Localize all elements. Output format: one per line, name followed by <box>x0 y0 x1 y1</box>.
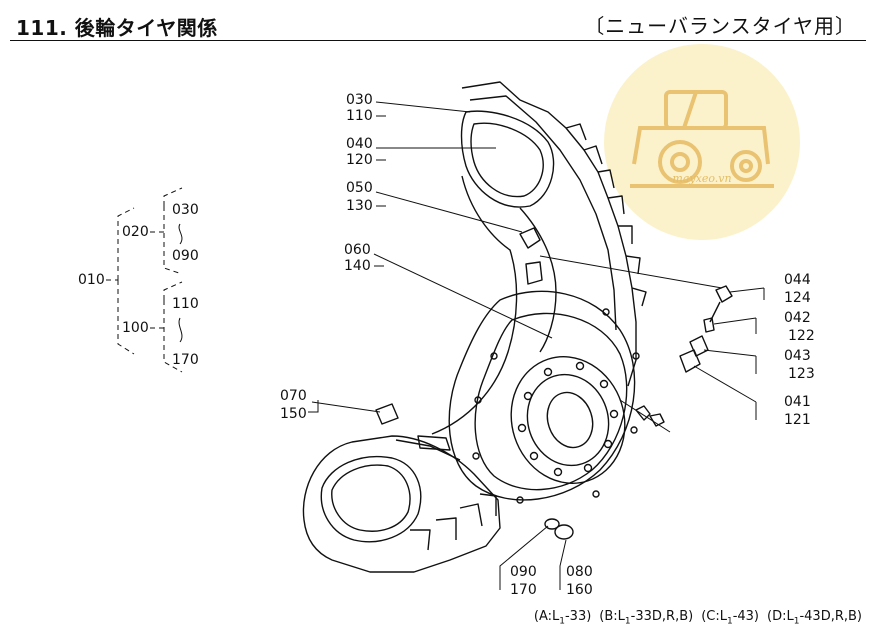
callout-label: 121 <box>784 412 811 428</box>
callout-label: 140 <box>344 258 371 274</box>
model-note-c: (C:L1-43) <box>701 609 760 627</box>
valve-part-041 <box>679 349 701 373</box>
callout-label: 060 <box>344 242 371 258</box>
valve-part-043 <box>689 335 709 357</box>
tree-range-end: 090 <box>172 248 199 264</box>
wheel-disc <box>448 290 636 501</box>
bolt-holes <box>517 361 619 477</box>
callout-label: 030 <box>346 92 373 108</box>
nut-080 <box>554 524 574 540</box>
washer-090 <box>544 518 560 530</box>
callout-label: 123 <box>788 366 815 382</box>
callout-label: 110 <box>346 108 373 124</box>
callout-label: 070 <box>280 388 307 404</box>
valve-bracket <box>525 261 543 285</box>
callout-label: 150 <box>280 406 307 422</box>
tree-range-start: 110 <box>172 296 199 312</box>
callout-label: 160 <box>566 582 593 598</box>
callout-label: 050 <box>346 180 373 196</box>
valve-stem-2 <box>375 403 399 425</box>
callout-label: 170 <box>510 582 537 598</box>
watermark-text: mayxeo.vn <box>672 172 732 185</box>
callout-label: 040 <box>346 136 373 152</box>
tree-root-code: 010 <box>78 272 105 288</box>
callout-label: 122 <box>788 328 815 344</box>
valve-bracket-lower <box>417 435 451 451</box>
model-note-b: (B:L1-33D,R,B) <box>599 609 694 627</box>
header-rule <box>10 40 866 41</box>
page-title: 111. 後輪タイヤ関係 <box>16 16 218 40</box>
valve-stem <box>519 227 541 249</box>
model-notes: (A:L1-33) (B:L1-33D,R,B) (C:L1-43) (D:L1… <box>534 609 862 627</box>
hub-flange <box>510 356 626 484</box>
tire-opening-lower <box>320 456 422 543</box>
callout-label: 042 <box>784 310 811 326</box>
tree-range-start: 030 <box>172 202 199 218</box>
callout-label: 044 <box>784 272 811 288</box>
page-subtitle: 〔ニューバランスタイヤ用〕 <box>584 14 856 38</box>
valve-cap-044 <box>715 285 733 303</box>
callout-label: 043 <box>784 348 811 364</box>
tree-range-end: 170 <box>172 352 199 368</box>
callout-label: 120 <box>346 152 373 168</box>
callout-label: 041 <box>784 394 811 410</box>
tree-branch-code: 100 <box>122 320 149 336</box>
watermark-logo: mayxeo.vn <box>604 44 800 240</box>
center-bore <box>546 391 594 449</box>
tractor-icon <box>630 90 774 188</box>
callout-label: 124 <box>784 290 811 306</box>
valve-core-042 <box>703 317 715 333</box>
tire-upper <box>461 81 637 387</box>
tree-branch-code: 020 <box>122 224 149 240</box>
callout-label: 090 <box>510 564 537 580</box>
callout-label: 130 <box>346 198 373 214</box>
callout-label: 080 <box>566 564 593 580</box>
model-note-a: (A:L1-33) <box>533 609 592 627</box>
tire-opening-upper <box>460 110 555 208</box>
model-note-d: (D:L1-43D,R,B) <box>767 609 862 627</box>
